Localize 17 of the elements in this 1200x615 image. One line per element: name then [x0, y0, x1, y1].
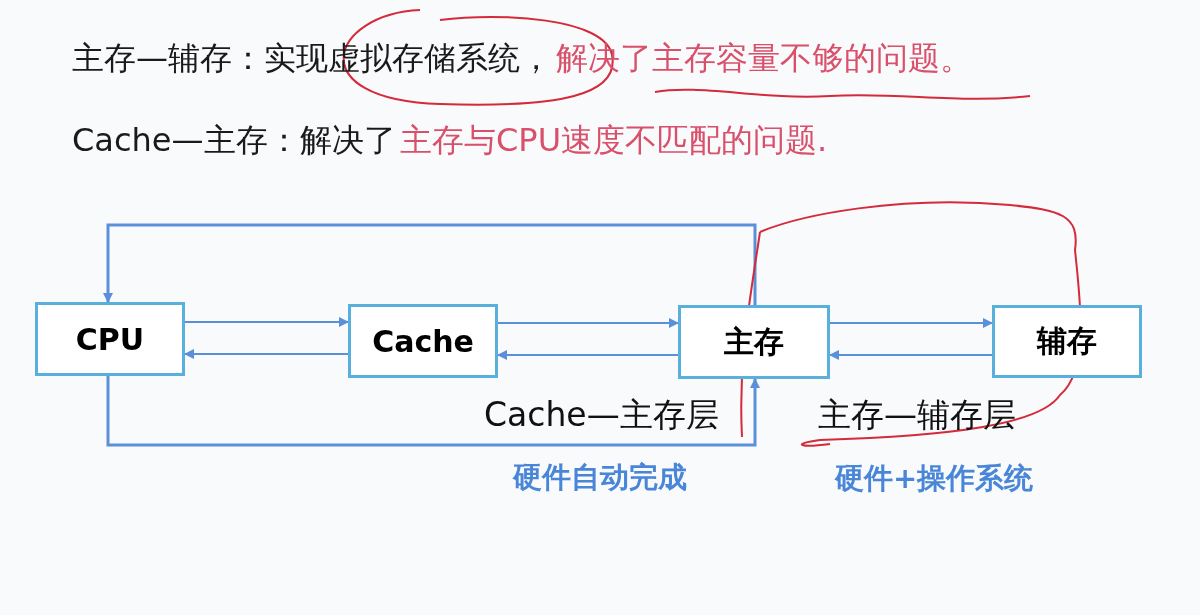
arrow: [184, 349, 348, 359]
process-box: Cache: [348, 304, 498, 378]
note-text: 硬件自动完成: [513, 463, 687, 492]
arrow: [498, 318, 679, 328]
process-box: 辅存: [992, 305, 1142, 378]
process-box: CPU: [35, 302, 185, 376]
arrow: [830, 318, 993, 328]
process-box: 主存: [678, 305, 830, 379]
layer-label: Cache—主存层: [484, 398, 719, 431]
arrow: [106, 376, 760, 447]
highlighted-text: 主存与CPU速度不匹配的问题.: [400, 124, 828, 156]
arrow: [103, 223, 757, 305]
arrow: [829, 350, 992, 360]
arrow: [497, 350, 678, 360]
arrow: [185, 317, 349, 327]
sentence-text: Cache—主存：解决了: [72, 124, 396, 156]
note-text: 硬件+操作系统: [835, 464, 1034, 493]
